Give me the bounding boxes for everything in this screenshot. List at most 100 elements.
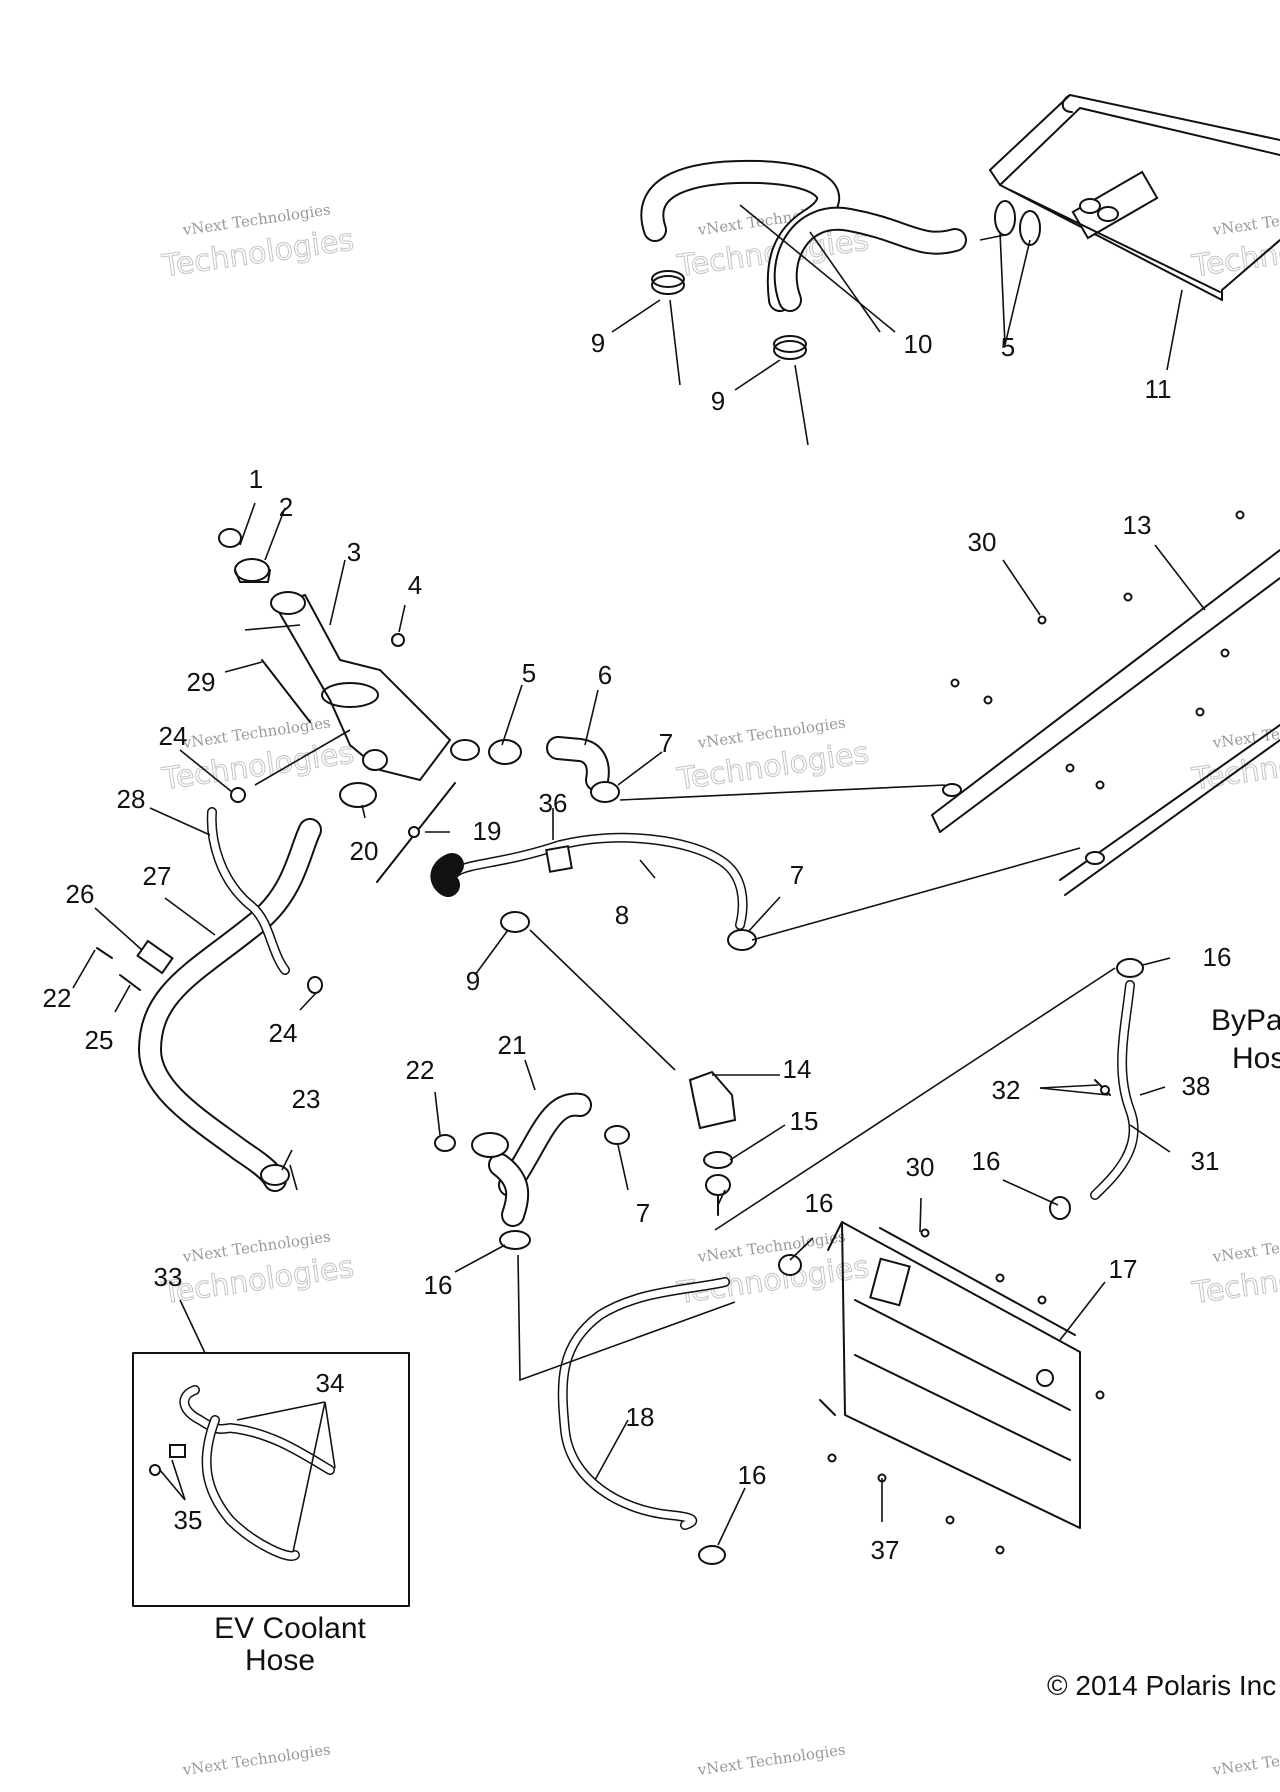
callout-10: 10 <box>904 329 933 359</box>
callout-34: 34 <box>316 1368 345 1398</box>
watermark: vNext Technologies Technologies <box>1189 713 1280 797</box>
callout-30-upper: 30 <box>968 527 997 557</box>
clamp-16-mid <box>778 1254 802 1276</box>
inset-caption-line-1: EV Coolant <box>214 1612 366 1645</box>
callout-14: 14 <box>783 1054 812 1084</box>
clamp-16-left <box>499 1230 531 1250</box>
callout-30-lower: 30 <box>906 1152 935 1182</box>
o-ring-15 <box>703 1151 733 1169</box>
svg-text:vNext Technologies: vNext Technologies <box>1211 1740 1280 1779</box>
callout-37: 37 <box>871 1535 900 1565</box>
svg-text:vNext Technologies: vNext Technologies <box>696 1740 847 1779</box>
callout-7-upper: 7 <box>659 728 673 758</box>
callout-20: 20 <box>350 836 379 866</box>
callout-9-top-left: 9 <box>591 328 605 358</box>
callout-15: 15 <box>790 1106 819 1136</box>
callout-numbers: 1 2 3 4 5 5 6 7 7 7 8 9 9 9 10 11 13 14 … <box>43 328 1232 1565</box>
callout-7-mid: 7 <box>636 1198 650 1228</box>
rod-19 <box>376 782 456 883</box>
sensor-24-upper <box>230 787 246 803</box>
filler-cap-1-2 <box>218 528 271 583</box>
rod-29 <box>261 659 311 723</box>
callout-35: 35 <box>174 1505 203 1535</box>
thermostat-housing-14 <box>688 1070 737 1130</box>
callout-22-left: 22 <box>43 983 72 1013</box>
hose-27 <box>138 818 322 1192</box>
svg-text:vNext Technologies: vNext Technologies <box>181 1740 332 1779</box>
watermark: vNext Technologies Technologies <box>674 713 872 797</box>
callout-24-lower: 24 <box>269 1018 298 1048</box>
nut-4 <box>391 633 405 647</box>
hose-18 <box>557 1277 730 1530</box>
callout-16-right-mid: 16 <box>972 1146 1001 1176</box>
callout-38: 38 <box>1182 1071 1211 1101</box>
callout-29: 29 <box>187 667 216 697</box>
callout-25: 25 <box>85 1025 114 1055</box>
bypass-caption-line-2: Hos <box>1232 1042 1280 1075</box>
callout-22-mid: 22 <box>406 1055 435 1085</box>
callout-26: 26 <box>66 879 95 909</box>
clamp-16-bottom <box>698 1545 726 1565</box>
clamp-23 <box>260 1164 290 1186</box>
thermostat <box>705 1174 731 1216</box>
callout-9-mid: 9 <box>466 966 480 996</box>
callout-19: 19 <box>473 816 502 846</box>
callout-17: 17 <box>1109 1254 1138 1284</box>
watermark: vNext Technologies Technologies <box>159 200 357 284</box>
pipe-21 <box>471 1092 592 1227</box>
fasteners-30 <box>950 510 1245 790</box>
hose-28 <box>206 807 290 975</box>
fasteners-37 <box>827 1228 1105 1555</box>
watermarks: vNext Technologies Technologies vNext Te… <box>159 200 1280 1779</box>
watermark: vNext Technologies <box>696 1740 847 1779</box>
clamp-20 <box>339 782 377 808</box>
watermark: vNext Technologies <box>181 1740 332 1779</box>
callout-31: 31 <box>1191 1146 1220 1176</box>
clamps-5-top <box>994 200 1041 246</box>
callout-5-top: 5 <box>1001 332 1015 362</box>
callout-5-mid: 5 <box>522 658 536 688</box>
upper-hose-assembly-10 <box>640 159 967 312</box>
callout-16-left: 16 <box>424 1270 453 1300</box>
clamp-16-right-top <box>1116 958 1144 978</box>
callout-18: 18 <box>626 1402 655 1432</box>
callout-36: 36 <box>539 788 568 818</box>
inset-ev-coolant-hose <box>132 1352 410 1607</box>
watermark: vNext Technologies Technologies <box>674 1227 872 1311</box>
svg-text:vNext Technologies: vNext Technologies <box>1211 1227 1280 1266</box>
callout-16-mid: 16 <box>805 1188 834 1218</box>
callout-16-right-top: 16 <box>1203 942 1232 972</box>
clamp-7-lower <box>727 929 757 951</box>
elbow-hose-6 <box>546 736 610 792</box>
callout-6: 6 <box>598 660 612 690</box>
callout-13: 13 <box>1123 510 1152 540</box>
watermark: vNext Technologies <box>1211 1740 1280 1779</box>
callout-1: 1 <box>249 464 263 494</box>
copyright-text: © 2014 Polaris Inc <box>1047 1670 1276 1701</box>
watermark: vNext Technologies Technologies <box>1189 200 1280 284</box>
callout-4: 4 <box>408 570 422 600</box>
clamp-7-mid <box>604 1125 630 1145</box>
callout-33: 33 <box>154 1262 183 1292</box>
callout-32: 32 <box>992 1075 1021 1105</box>
callout-24-upper: 24 <box>159 721 188 751</box>
callout-8: 8 <box>615 900 629 930</box>
callout-3: 3 <box>347 537 361 567</box>
callout-11: 11 <box>1145 374 1172 404</box>
watermark: vNext Technologies Technologies <box>1189 1227 1280 1311</box>
clip-22 <box>434 1134 456 1152</box>
screws-22-25 <box>96 947 141 991</box>
inset-caption-line-2: Hose <box>245 1644 315 1677</box>
clamp-9-mid <box>500 911 530 933</box>
clamp-5-mid <box>488 739 522 765</box>
callout-21: 21 <box>498 1030 527 1060</box>
clamp-9-top-right <box>773 335 807 360</box>
clamp-16-right-bottom <box>1049 1196 1071 1220</box>
radiator-17 <box>819 1221 1081 1529</box>
radiator-11 <box>989 94 1280 301</box>
clamp-9-top-left <box>651 270 685 295</box>
svg-text:vNext Technologies: vNext Technologies <box>1211 200 1280 239</box>
clip-32 <box>1094 1079 1111 1096</box>
watermark: vNext Technologies Technologies <box>159 1227 357 1311</box>
